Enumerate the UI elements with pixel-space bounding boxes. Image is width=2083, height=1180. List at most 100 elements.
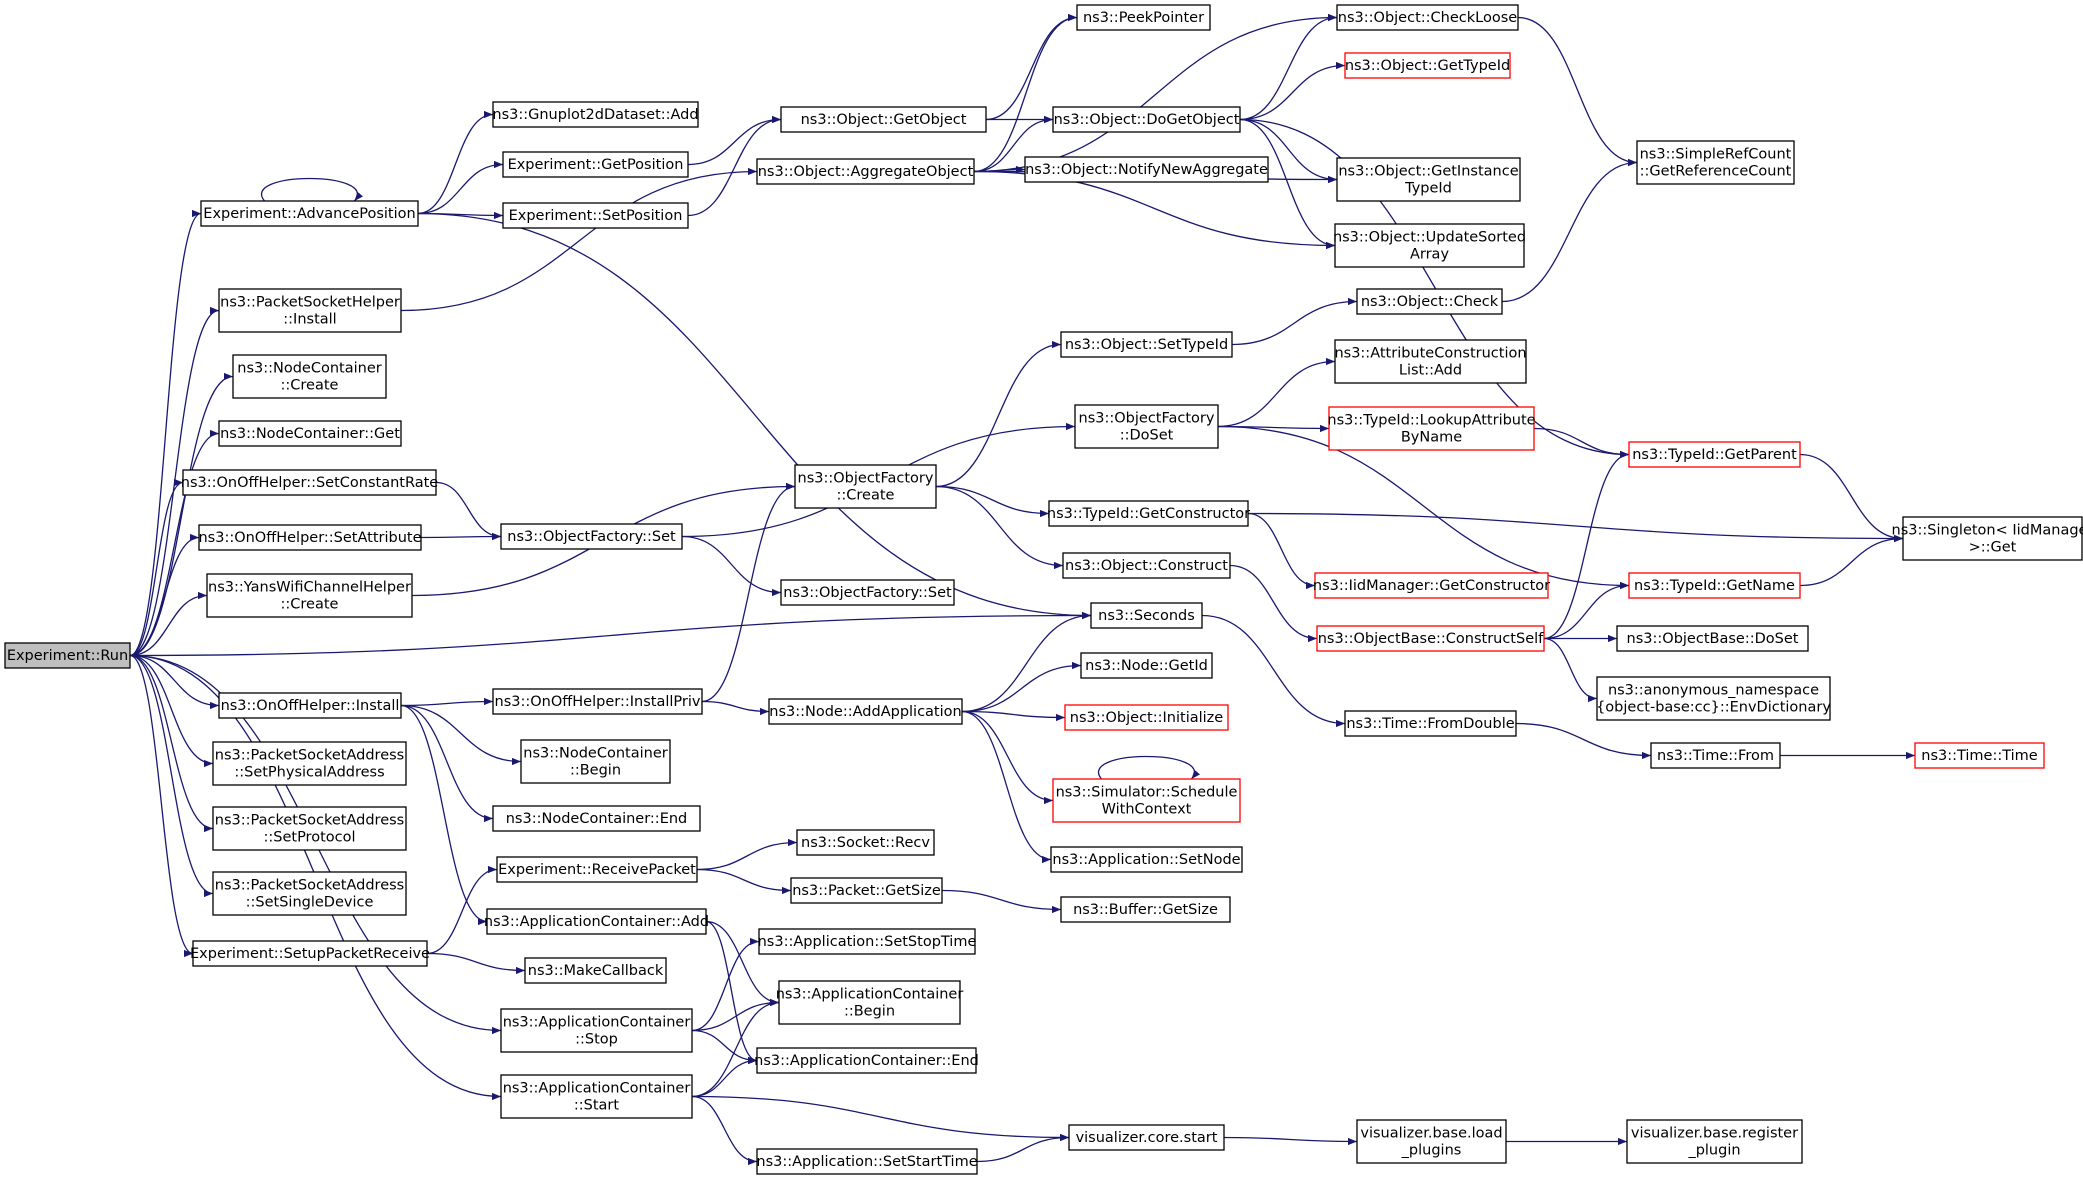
node-box — [198, 524, 422, 551]
edge-experiment-run-to-onoff-install — [129, 654, 220, 710]
node-advance-position[interactable]: Experiment::AdvancePosition — [200, 200, 419, 227]
node-time-from-double[interactable]: ns3::Time::FromDouble — [1344, 710, 1517, 737]
node-node-container-get[interactable]: ns3::NodeContainer::Get — [218, 420, 402, 447]
node-typeid-get-name[interactable]: ns3::TypeId::GetName — [1628, 572, 1801, 599]
node-receive-packet[interactable]: Experiment::ReceivePacket — [496, 856, 698, 883]
node-box — [1316, 625, 1545, 652]
node-object-construct[interactable]: ns3::Object::Construct — [1062, 552, 1231, 579]
node-get-position[interactable]: Experiment::GetPosition — [502, 151, 689, 178]
node-label: ns3::TypeId::LookupAttribute — [1327, 413, 1535, 429]
node-app-set-stop-time[interactable]: ns3::Application::SetStopTime — [758, 928, 977, 955]
node-object-initialize[interactable]: ns3::Object::Initialize — [1064, 704, 1229, 731]
node-object-set-type-id[interactable]: ns3::Object::SetTypeId — [1060, 331, 1233, 358]
node-object-check[interactable]: ns3::Object::Check — [1356, 288, 1503, 315]
node-object-factory-set-b[interactable]: ns3::ObjectFactory::Set — [780, 579, 955, 606]
node-seconds[interactable]: ns3::Seconds — [1090, 602, 1203, 629]
edge-onoff-install-to-app-container-add — [400, 704, 488, 926]
node-psa-set-protocol[interactable]: ns3::PacketSocketAddress::SetProtocol — [212, 806, 407, 851]
node-object-factory-do-set[interactable]: ns3::ObjectFactory::DoSet — [1074, 404, 1219, 449]
node-typeid-get-parent[interactable]: ns3::TypeId::GetParent — [1628, 441, 1801, 468]
node-simple-ref-count-get-reference-count[interactable]: ns3::SimpleRefCount::GetReferenceCount — [1636, 140, 1795, 185]
edge-get-position-to-object-get-object — [687, 115, 782, 166]
node-label: visualizer.core.start — [1076, 1130, 1218, 1146]
edge-typeid-lookup-attribute-by-name-to-typeid-get-parent — [1533, 427, 1630, 459]
node-label: ns3::Object::GetTypeId — [1345, 58, 1510, 74]
node-visualizer-base-load-plugins[interactable]: visualizer.base.load_plugins — [1356, 1119, 1507, 1164]
node-label: ns3::Application::SetNode — [1052, 852, 1240, 868]
node-objectbase-construct-self[interactable]: ns3::ObjectBase::ConstructSelf — [1316, 625, 1545, 652]
node-objectbase-do-set[interactable]: ns3::ObjectBase::DoSet — [1616, 625, 1809, 652]
node-app-container-begin[interactable]: ns3::ApplicationContainer::Begin — [776, 980, 964, 1025]
node-iidmanager-get-constructor[interactable]: ns3::IidManager::GetConstructor — [1313, 572, 1550, 599]
node-box — [206, 573, 413, 618]
node-label: visualizer.base.load — [1360, 1126, 1502, 1142]
node-object-get-type-id[interactable]: ns3::Object::GetTypeId — [1344, 52, 1511, 79]
node-onoff-install[interactable]: ns3::OnOffHelper::Install — [218, 692, 402, 719]
node-app-set-start-time[interactable]: ns3::Application::SetStartTime — [756, 1148, 978, 1175]
edge-experiment-run-to-psa-set-physical-address — [129, 654, 214, 768]
node-box — [794, 464, 937, 509]
node-app-set-node[interactable]: ns3::Application::SetNode — [1050, 846, 1243, 873]
node-psa-set-physical-address[interactable]: ns3::PacketSocketAddress::SetPhysicalAdd… — [212, 741, 407, 786]
node-psa-set-single-device[interactable]: ns3::PacketSocketAddress::SetSingleDevic… — [212, 871, 407, 916]
node-yans-wifi-channel-create[interactable]: ns3::YansWifiChannelHelper::Create — [206, 573, 413, 618]
node-node-get-id[interactable]: ns3::Node::GetId — [1080, 652, 1213, 679]
edge-advance-position-to-gnuplot-add — [417, 110, 494, 215]
node-anonymous-namespace-env-dictionary[interactable]: ns3::anonymous_namespace{object-base:cc}… — [1596, 676, 1831, 721]
node-object-factory-create[interactable]: ns3::ObjectFactory::Create — [794, 464, 937, 509]
node-time-from[interactable]: ns3::Time::From — [1650, 742, 1781, 769]
node-object-check-loose[interactable]: ns3::Object::CheckLoose — [1336, 4, 1519, 31]
node-socket-recv[interactable]: ns3::Socket::Recv — [796, 829, 935, 856]
node-app-container-end[interactable]: ns3::ApplicationContainer::End — [754, 1047, 979, 1074]
edge-set-position-to-object-get-object — [687, 115, 782, 217]
node-node-add-application[interactable]: ns3::Node::AddApplication — [768, 698, 963, 725]
node-peek-pointer[interactable]: ns3::PeekPointer — [1076, 4, 1211, 31]
node-label: ::GetReferenceCount — [1640, 164, 1792, 180]
node-gnuplot-add[interactable]: ns3::Gnuplot2dDataset::Add — [492, 101, 699, 128]
node-node-container-create[interactable]: ns3::NodeContainer::Create — [232, 354, 387, 399]
edge-object-do-get-object-to-object-check-loose — [1239, 13, 1338, 121]
node-box — [218, 288, 402, 333]
node-box — [1344, 710, 1517, 737]
node-singleton-iidmanager-get[interactable]: ns3::Singleton< IidManager>::Get — [1892, 516, 2083, 561]
edge-receive-packet-to-socket-recv — [696, 838, 798, 871]
node-time-time[interactable]: ns3::Time::Time — [1914, 742, 2045, 769]
node-visualizer-core-start[interactable]: visualizer.core.start — [1068, 1124, 1225, 1151]
node-app-container-add[interactable]: ns3::ApplicationContainer::Add — [484, 908, 709, 935]
node-box — [1076, 4, 1211, 31]
node-set-position[interactable]: Experiment::SetPosition — [502, 202, 689, 229]
node-onoff-set-constant-rate[interactable]: ns3::OnOffHelper::SetConstantRate — [181, 469, 439, 496]
node-object-aggregate-object[interactable]: ns3::Object::AggregateObject — [756, 158, 975, 185]
node-buffer-get-size[interactable]: ns3::Buffer::GetSize — [1060, 896, 1231, 923]
node-object-get-object[interactable]: ns3::Object::GetObject — [780, 106, 987, 133]
node-node-container-begin[interactable]: ns3::NodeContainer::Begin — [520, 739, 671, 784]
node-make-callback[interactable]: ns3::MakeCallback — [524, 957, 667, 984]
node-box — [1080, 652, 1213, 679]
edge-object-construct-to-objectbase-construct-self — [1229, 564, 1318, 643]
edge-experiment-run-to-psa-set-protocol — [129, 654, 214, 833]
node-app-container-start[interactable]: ns3::ApplicationContainer::Start — [500, 1074, 693, 1119]
node-visualizer-base-register-plugin[interactable]: visualizer.base.register_plugin — [1626, 1119, 1803, 1164]
node-experiment-run[interactable]: Experiment::Run — [4, 642, 131, 669]
node-label: ::SetSingleDevice — [246, 895, 374, 911]
node-setup-packet-receive[interactable]: Experiment::SetupPacketReceive — [190, 940, 430, 967]
node-label: Experiment::GetPosition — [508, 157, 684, 173]
edge-onoff-install-to-onoff-install-priv — [400, 697, 494, 707]
node-object-notify-new-aggregate[interactable]: ns3::Object::NotifyNewAggregate — [1024, 156, 1269, 183]
node-packet-get-size[interactable]: ns3::Packet::GetSize — [790, 877, 943, 904]
node-app-container-stop[interactable]: ns3::ApplicationContainer::Stop — [500, 1008, 693, 1053]
node-box — [486, 908, 707, 935]
node-packet-socket-helper-install[interactable]: ns3::PacketSocketHelper::Install — [218, 288, 402, 333]
node-object-do-get-object[interactable]: ns3::Object::DoGetObject — [1052, 106, 1241, 133]
node-onoff-install-priv[interactable]: ns3::OnOffHelper::InstallPriv — [492, 688, 703, 715]
node-typeid-get-constructor[interactable]: ns3::TypeId::GetConstructor — [1047, 500, 1250, 527]
node-node-container-end[interactable]: ns3::NodeContainer::End — [492, 805, 701, 832]
node-box — [212, 871, 407, 916]
node-onoff-set-attribute[interactable]: ns3::OnOffHelper::SetAttribute — [198, 524, 422, 551]
node-object-factory-set-a[interactable]: ns3::ObjectFactory::Set — [500, 523, 683, 550]
